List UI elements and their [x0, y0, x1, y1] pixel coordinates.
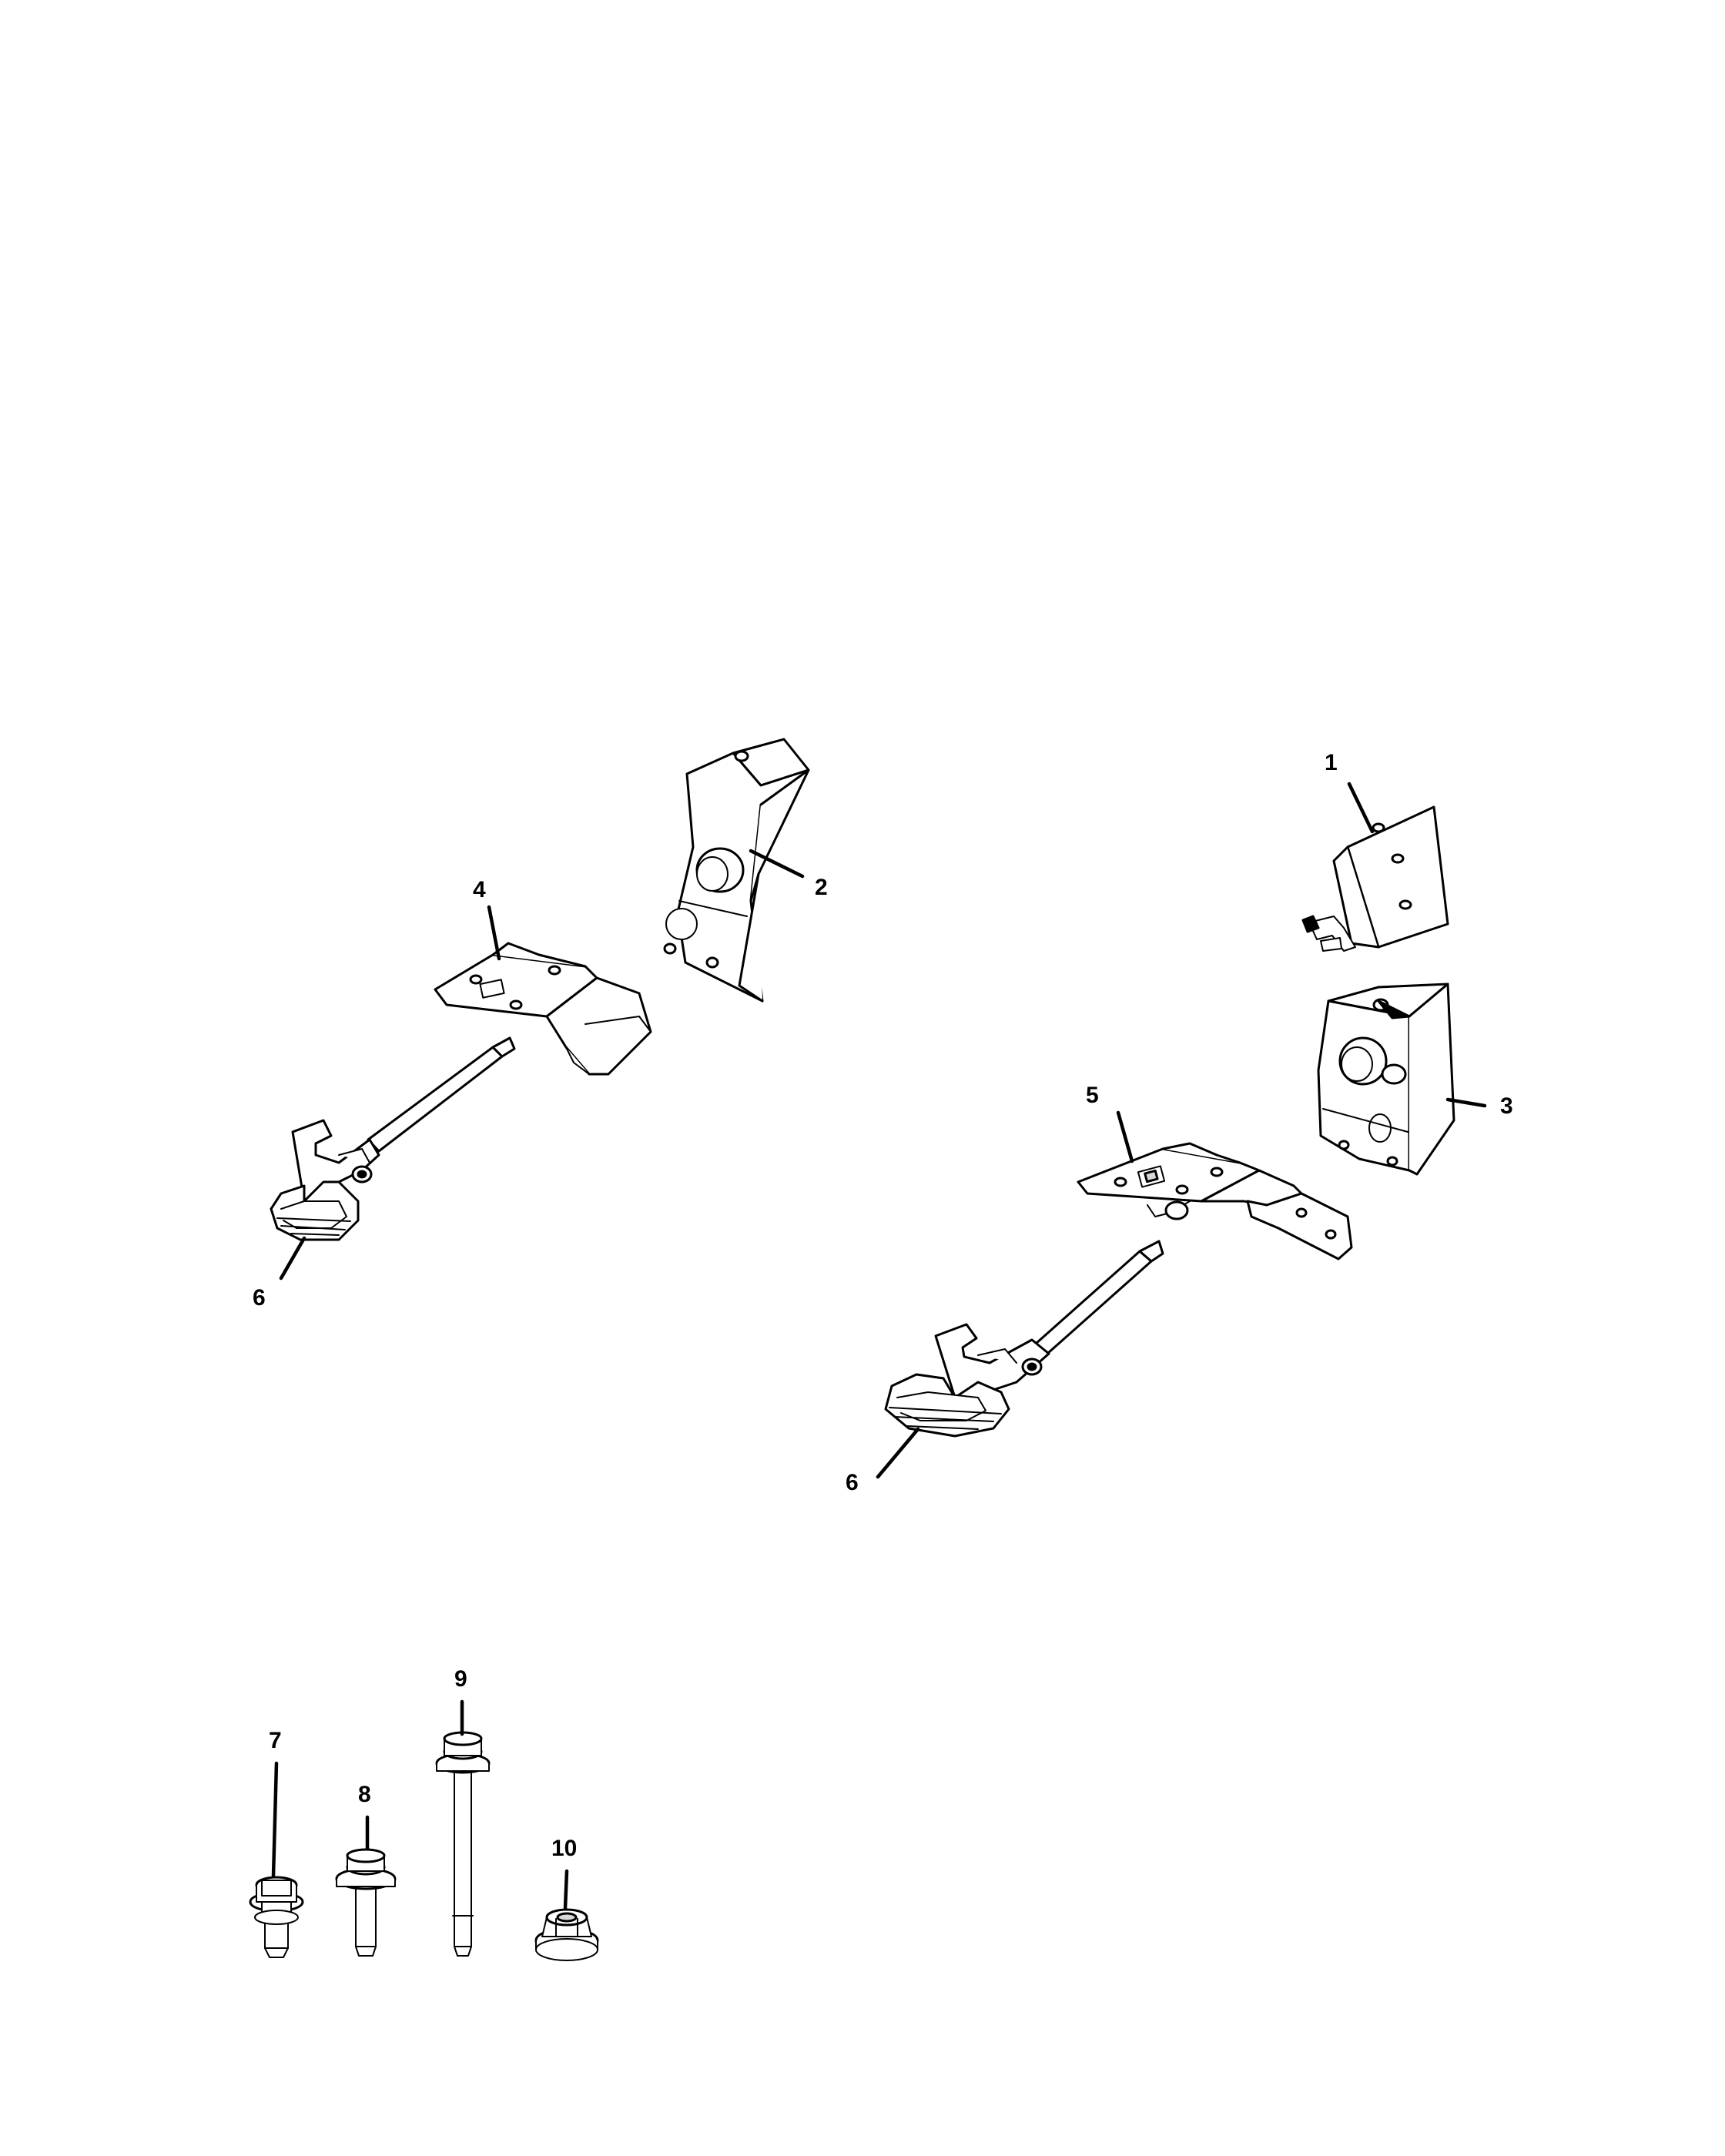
- leader-7: [271, 1761, 279, 1878]
- callout-6-left: 6: [253, 1285, 266, 1311]
- callout-7: 7: [269, 1728, 282, 1753]
- callout-9: 9: [454, 1666, 467, 1692]
- part-8-bolt: [335, 1848, 397, 1957]
- leader-2: [749, 849, 805, 879]
- part-10-nut: [534, 1908, 599, 1961]
- callout-2: 2: [815, 875, 828, 900]
- part-7-bolt: [249, 1876, 304, 1958]
- leader-6-right: [876, 1427, 920, 1479]
- part-6-tow-hook-left: [270, 1036, 516, 1241]
- leader-10: [563, 1869, 569, 1910]
- callout-10: 10: [551, 1836, 577, 1861]
- callout-4: 4: [473, 877, 486, 902]
- part-4-support-plate: [434, 942, 652, 1076]
- part-1-bracket: [1301, 805, 1449, 952]
- leader-4: [487, 905, 501, 961]
- callout-6-right: 6: [846, 1470, 859, 1495]
- callout-3: 3: [1500, 1093, 1513, 1119]
- leader-3: [1445, 1097, 1487, 1108]
- leader-1: [1347, 782, 1375, 834]
- part-5-support-plate: [1077, 1142, 1353, 1260]
- callout-8: 8: [358, 1782, 371, 1807]
- leader-5: [1116, 1110, 1134, 1163]
- callout-1: 1: [1325, 750, 1338, 775]
- part-2-bracket: [663, 738, 810, 1003]
- part-9-bolt: [435, 1731, 491, 1957]
- part-3-bracket: [1317, 983, 1455, 1176]
- part-6-tow-hook-right: [884, 1240, 1164, 1438]
- callout-5: 5: [1086, 1083, 1099, 1108]
- leader-6-left: [279, 1236, 306, 1281]
